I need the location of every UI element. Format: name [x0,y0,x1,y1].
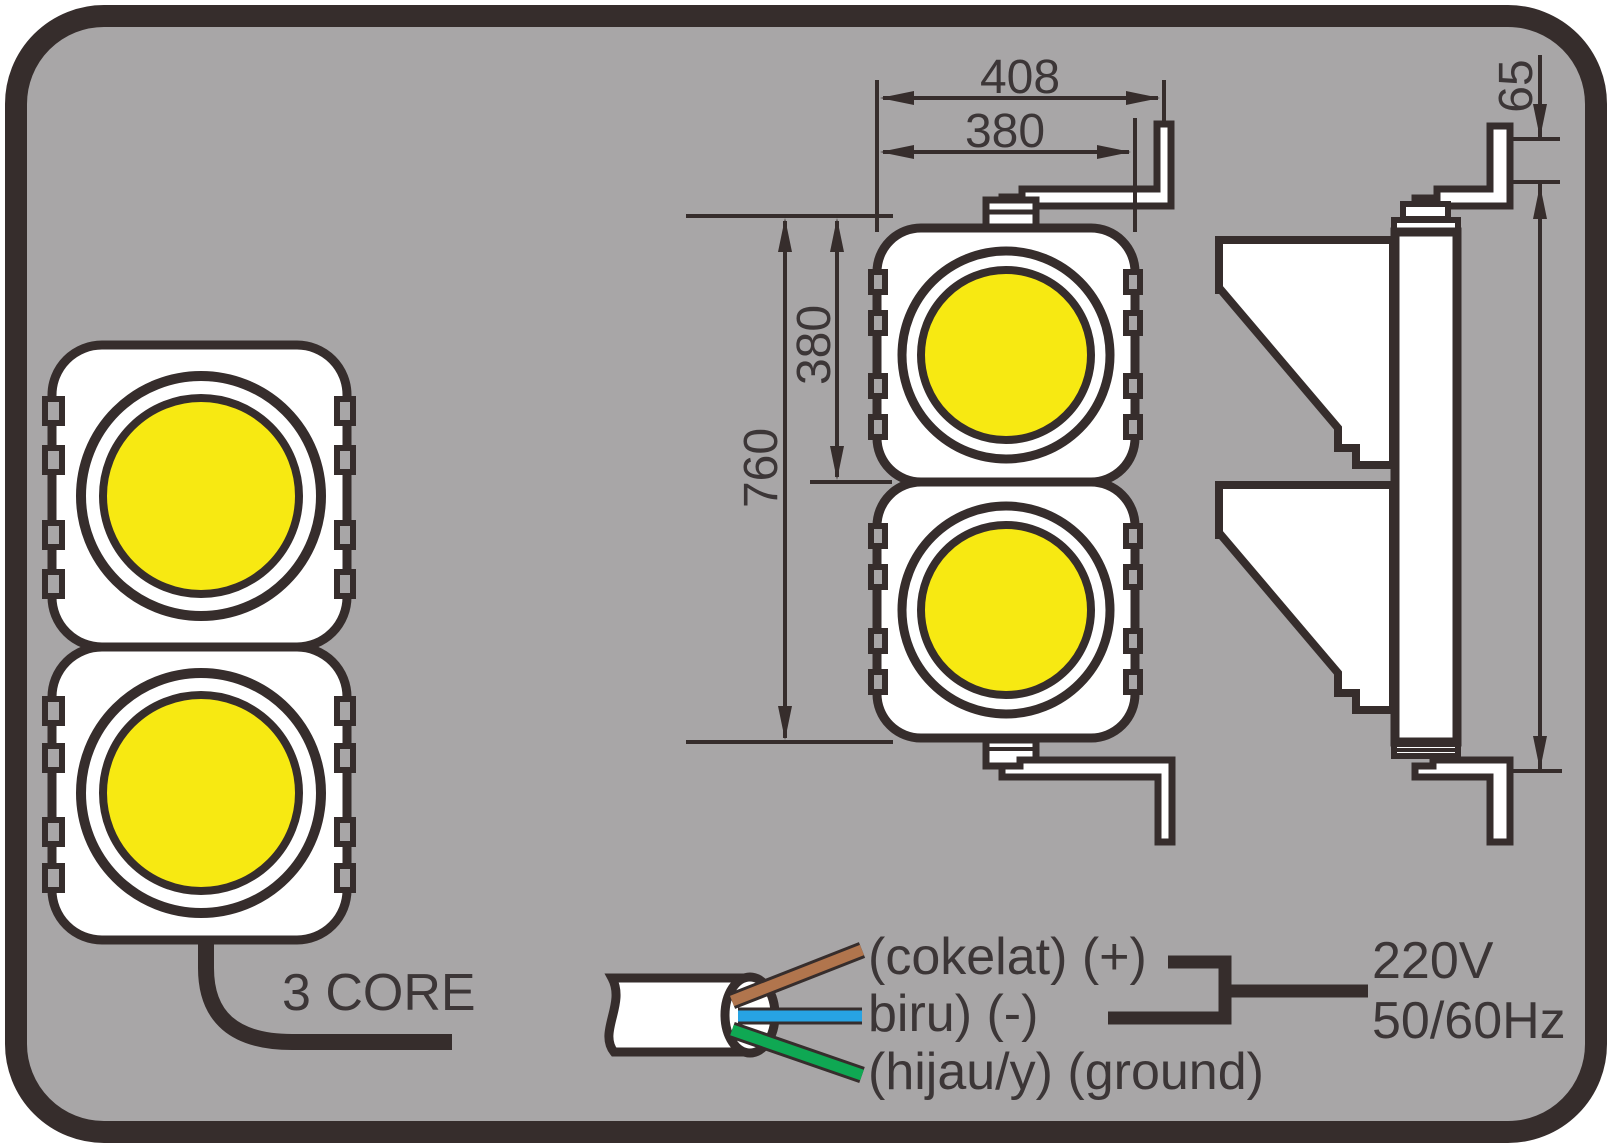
front-dimensions [686,80,1166,744]
lens-bottom [917,521,1095,699]
wire-brown [728,942,866,1009]
bracket-bottom [998,756,1176,846]
wire-green [729,1021,865,1084]
dim-label-380-width: 380 [965,105,1045,158]
wire-green-label: (hijau/y) (ground) [868,1043,1264,1101]
wire-brown-label: (cokelat) (+) [868,928,1147,986]
wire-blue-label: biru) (-) [868,985,1038,1043]
mounting-notches [868,269,1143,695]
signal-side-view [1215,122,1514,846]
dim-label-408: 408 [980,51,1060,104]
lens-top [917,266,1095,444]
dim-label-380-height: 380 [788,305,841,385]
signal-front-large: 3 CORE [42,340,476,1050]
lens-top [99,394,303,598]
dim-label-760: 760 [735,428,788,508]
power-voltage-label: 220V [1372,932,1494,990]
drawing-frame [5,5,1607,1143]
visor-bottom [1215,481,1397,714]
body [1390,227,1462,747]
dim-label-65: 65 [1490,59,1543,112]
cable-sheath [604,973,753,1057]
bracket-bottom [1411,756,1514,846]
wiring-diagram: (cokelat) (+) biru) (-) (hijau/y) (groun… [604,928,1566,1101]
visor-top [1215,236,1397,469]
power-frequency-label: 50/60Hz [1372,992,1566,1050]
mounting-notches [42,396,356,893]
lens-bottom [99,691,303,895]
signal-front-dimensioned [868,120,1176,846]
cable-label: 3 CORE [282,964,476,1022]
side-dimensions [1508,55,1562,773]
power-cable [198,942,452,1050]
connector-top [1400,201,1451,222]
